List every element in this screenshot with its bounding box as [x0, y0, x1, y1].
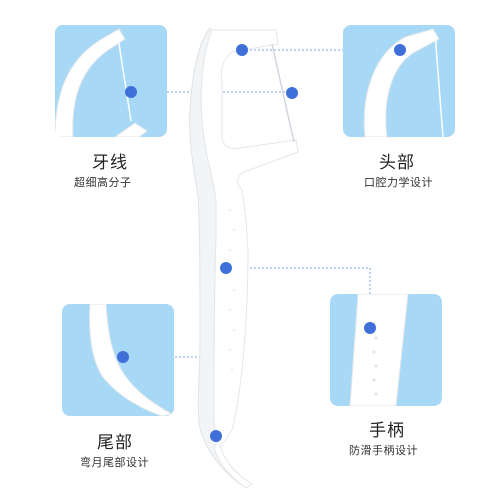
handle-closeup-image — [349, 294, 409, 406]
tail-marker-dot — [117, 351, 129, 363]
floss-subtitle: 超细高分子 — [74, 176, 132, 189]
head-closeup-panel — [343, 25, 455, 137]
handle-subtitle: 防滑手柄设计 — [349, 444, 418, 457]
handle-marker-dot — [364, 322, 376, 334]
tail-subtitle: 弯月尾部设计 — [80, 456, 149, 469]
handle-title: 手柄 — [369, 421, 405, 441]
head-subtitle: 口腔力学设计 — [364, 176, 433, 189]
head-product-marker-dot — [236, 44, 248, 56]
floss-closeup-image — [55, 25, 167, 137]
handle-closeup-panel — [330, 294, 442, 406]
head-title: 头部 — [379, 153, 415, 173]
tail-title: 尾部 — [97, 433, 133, 453]
tail-closeup-image — [89, 304, 174, 416]
floss-marker-dot — [125, 86, 137, 98]
floss-string — [271, 43, 295, 143]
tail-product-marker-dot — [210, 430, 222, 442]
head-marker-dot — [394, 44, 406, 56]
floss-product-marker-dot — [286, 87, 298, 99]
floss-title: 牙线 — [92, 153, 128, 173]
handle-product-marker-dot — [220, 262, 232, 274]
floss-closeup-panel — [55, 25, 167, 137]
head-closeup-image — [363, 28, 444, 137]
